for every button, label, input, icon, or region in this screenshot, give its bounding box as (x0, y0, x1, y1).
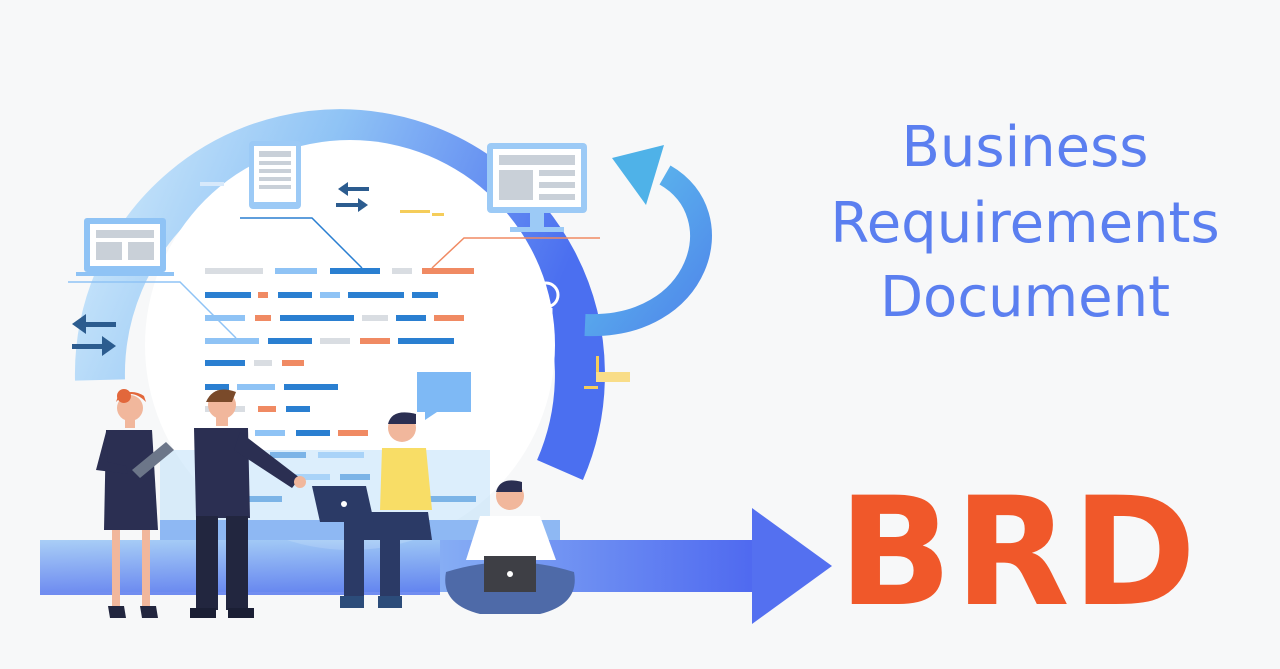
man-sitting-yellow (312, 412, 432, 608)
lightbulb-icon (532, 281, 560, 324)
man-cross-legged (445, 480, 575, 614)
swap-arrows-icon (336, 182, 369, 212)
monitor-icon (487, 143, 587, 232)
title-line-requirements: Requirements (830, 191, 1220, 256)
laptop-icon (76, 218, 174, 276)
chat-bubble-icon (417, 372, 471, 420)
refresh-arrow-icon (584, 145, 712, 337)
man-pointing (190, 389, 306, 618)
woman-with-tablet (96, 389, 174, 618)
title-line-document: Document (879, 265, 1171, 330)
title-line-business: Business (901, 115, 1149, 180)
swap-arrows-icon (72, 314, 116, 356)
tablet-document-icon (200, 141, 301, 209)
yellow-marks (400, 210, 630, 389)
connector-lines (68, 217, 600, 339)
brd-abbreviation: BRD (838, 466, 1199, 640)
